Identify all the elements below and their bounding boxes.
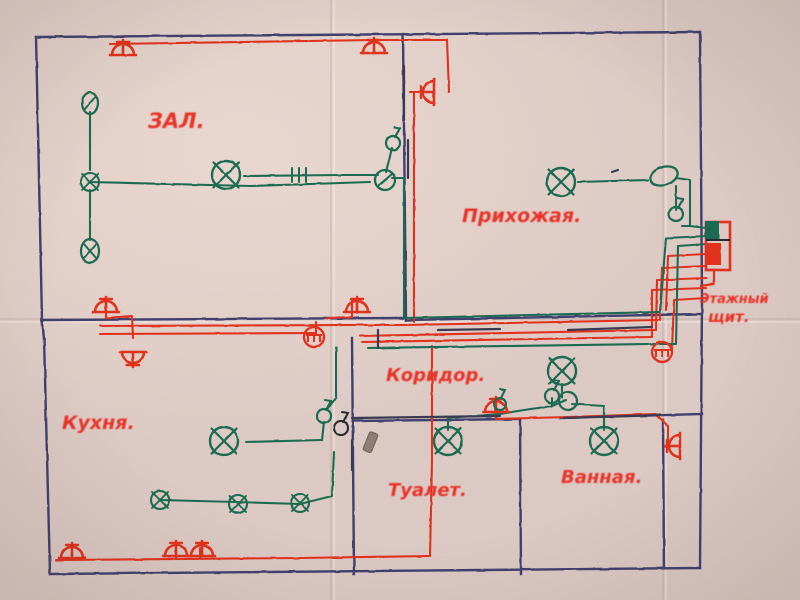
socket-icon[interactable] — [118, 350, 148, 369]
wire-green-zal-down — [390, 176, 406, 320]
wire-red-bus-mid-left — [98, 323, 408, 328]
wire-green-hall-lamp-run — [576, 178, 650, 184]
junction-node-icon[interactable] — [648, 163, 680, 189]
switch-icon[interactable] — [384, 125, 402, 152]
fold-highlight-horizontal — [0, 321, 800, 323]
room-label-zal: ЗАЛ. — [147, 109, 205, 133]
wall-outer-left-upper — [34, 35, 44, 322]
socket-icon[interactable] — [342, 295, 372, 314]
wire-green-kitchen-lamp-run — [244, 438, 324, 444]
distribution-panel-icon[interactable] — [699, 220, 732, 288]
wall-outer-left-lower — [42, 336, 52, 576]
mark-line-corridor-south — [350, 414, 502, 420]
switch-icon[interactable] — [332, 411, 350, 437]
wire-red-bus-mid-left-2 — [98, 331, 318, 336]
walls-layer — [34, 30, 704, 576]
wire-red-bus-mid-right — [404, 318, 662, 327]
mark-line-corridor-b — [566, 325, 654, 332]
wall-mid-left — [40, 316, 405, 322]
junction-node-icon[interactable] — [373, 168, 397, 192]
annotation-marks-layer — [350, 64, 662, 472]
wire-red-bus-mid-right-3 — [360, 335, 654, 344]
wire-green-kitchen-switch-stem — [320, 420, 326, 442]
wall-bathroom-right — [661, 418, 666, 570]
room-label-kuhnya: Кухня. — [62, 412, 135, 434]
room-label-vannaya: Ванная. — [561, 467, 642, 488]
wire-red-junction-to-socket — [324, 315, 354, 320]
room-label-koridor: Коридор. — [386, 365, 485, 386]
wire-green-zal-lamp-run — [242, 173, 380, 178]
wire-green-bus-corridor-2 — [366, 342, 650, 350]
socket-icon[interactable] — [57, 541, 87, 560]
wire-green-zal-switch-stem — [384, 146, 394, 174]
wire-green-bus-corridor — [402, 310, 662, 320]
wire-green-kitchen-up — [326, 346, 338, 410]
room-label-prihozhaya: Прихожая. — [462, 205, 581, 227]
fold-highlight-vertical-left — [333, 0, 335, 600]
wall-outer-bottom — [48, 566, 702, 576]
lamp-icon[interactable] — [227, 493, 249, 515]
wire-green-zal-run — [88, 180, 372, 188]
wall-left-mid — [40, 318, 46, 340]
wire-red-zal-top — [108, 38, 449, 46]
wire-green-hall-junction-run — [674, 176, 692, 228]
lamp-icon[interactable] — [80, 90, 100, 116]
lighting-circuit-wires — [88, 110, 708, 506]
wire-red-zal-right-down — [445, 38, 451, 94]
lamp-icon[interactable] — [208, 425, 240, 457]
panel-label-line2: щит. — [708, 308, 749, 326]
wire-red-corridor-south-run — [494, 415, 570, 421]
wire-red-left-socket-jog — [104, 314, 135, 340]
wall-corridor-south-left — [352, 417, 522, 423]
wire-red-panel-feed-2 — [654, 276, 708, 332]
lamp-icon[interactable] — [432, 425, 464, 457]
wire-green-hall-to-panel — [688, 224, 708, 230]
wire-red-kitchen-bottom — [54, 554, 432, 562]
mark-line-bath-top — [562, 413, 662, 420]
wire-green-bath-run — [570, 402, 606, 426]
cable-conductor-marks — [291, 167, 307, 183]
socket-icon[interactable] — [417, 77, 436, 107]
wall-outer-right-lower — [698, 298, 704, 570]
wire-red-kitchen-right-up — [428, 458, 434, 558]
wall-outer-right-upper — [698, 30, 704, 302]
wall-outer-top — [34, 30, 702, 39]
panel-label-line1: Этажный — [700, 292, 769, 307]
switch-icon[interactable] — [315, 398, 333, 425]
room-labels-layer: ЗАЛ. Прихожая. Кухня. Коридор. Туалет. В… — [62, 109, 769, 501]
room-label-tualet: Туалет. — [388, 480, 467, 501]
wall-toilet-bathroom — [518, 417, 523, 576]
fold-crease-vertical-left — [330, 0, 332, 600]
door-token — [362, 431, 379, 454]
mark-line-corridor-a — [436, 327, 502, 332]
fold-crease-vertical-right — [662, 0, 664, 600]
socket-icon[interactable] — [91, 295, 121, 314]
wire-red-panel-feed-1 — [650, 286, 708, 339]
socket-double-icon[interactable] — [161, 539, 217, 558]
socket-circuit-wires — [54, 38, 708, 562]
lamp-icon[interactable] — [79, 237, 101, 265]
wire-green-panel-feed-2 — [648, 242, 708, 346]
lamp-icon[interactable] — [588, 425, 620, 457]
socket-icon[interactable] — [108, 38, 138, 57]
switches-layer — [315, 125, 685, 437]
lamp-icon[interactable] — [546, 355, 578, 387]
mark-dot-hall — [610, 168, 620, 174]
lamps-layer — [79, 90, 620, 515]
switch-icon[interactable] — [493, 388, 507, 411]
junction-node-icon[interactable] — [557, 390, 579, 412]
lamp-icon[interactable] — [545, 166, 577, 198]
wire-red-panel-feed-4 — [664, 252, 708, 312]
wire-red-bus-mid-right-2 — [358, 328, 658, 338]
wire-green-panel-feed-1 — [658, 234, 708, 314]
junction-box-icon[interactable] — [302, 325, 326, 349]
